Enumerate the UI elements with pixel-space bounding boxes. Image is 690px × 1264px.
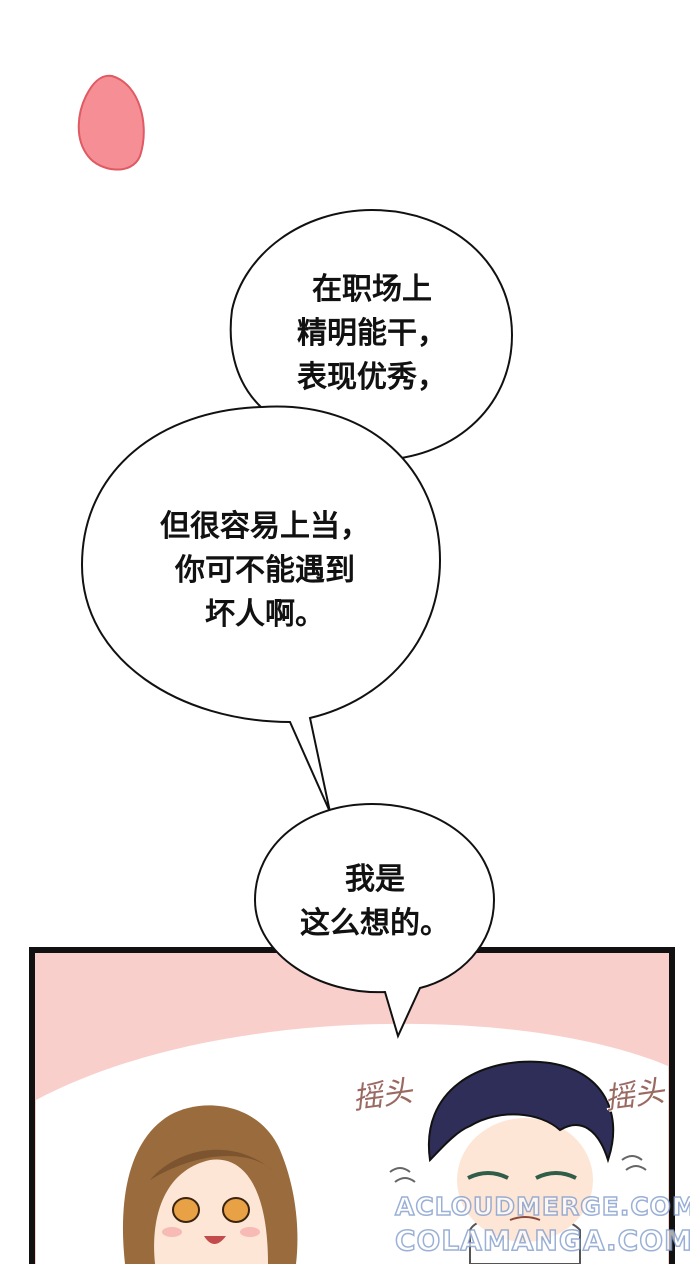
watermark-acloudmerge: ACLOUDMERGE.COM: [394, 1191, 690, 1222]
bottom-panel: [29, 947, 675, 1264]
bubble-line: 这么想的。: [300, 906, 450, 941]
speech-bubble-middle: [80, 405, 442, 813]
bubble-line: 在职场上: [312, 272, 432, 307]
bubble-line: 你可不能遇到: [175, 553, 355, 588]
bubble-line: 我是: [345, 862, 405, 897]
sfx-left: 摇头: [350, 1073, 415, 1117]
bubble-bottom-text: 我是 这么想的。: [280, 858, 470, 946]
bubble-middle-text: 但很容易上当， 你可不能遇到 坏人啊。: [140, 505, 390, 637]
petal-icon: [77, 74, 145, 171]
bubble-line: 但很容易上当，: [160, 509, 370, 544]
bubble-top-text: 在职场上 精明能干， 表现优秀，: [262, 268, 482, 400]
bubble-line: 精明能干，: [297, 316, 447, 351]
watermark-colamanga: COLAMANGA.COM: [394, 1223, 690, 1258]
speech-bubble-bottom: [253, 802, 496, 1039]
sfx-right: 摇头: [602, 1073, 667, 1117]
man-character: [389, 1060, 647, 1264]
bubble-line: 坏人啊。: [205, 597, 325, 632]
woman-character: [122, 1105, 298, 1264]
bubble-line: 表现优秀，: [297, 360, 447, 395]
